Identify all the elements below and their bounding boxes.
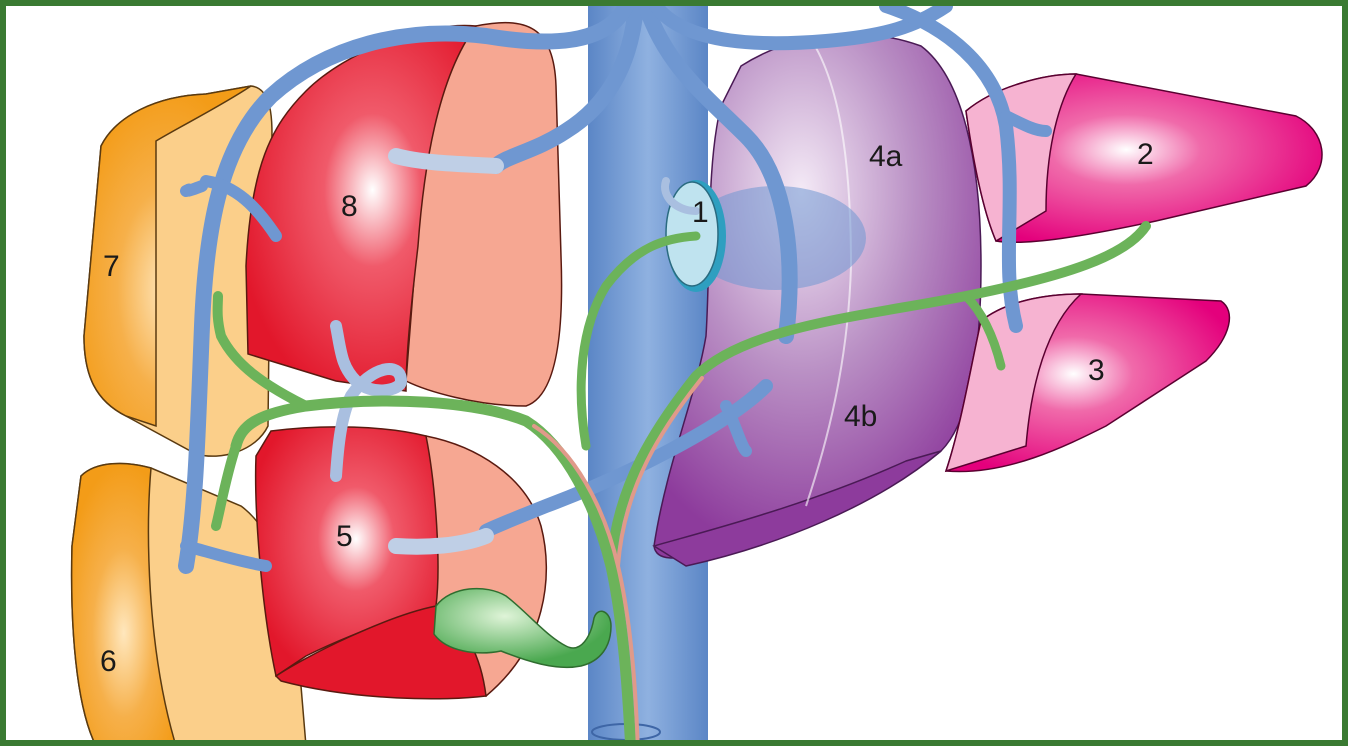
label-segment-6: 6: [100, 645, 117, 678]
label-segment-1: 1: [692, 196, 709, 229]
label-segment-8: 8: [341, 190, 358, 223]
label-segment-3: 3: [1088, 354, 1105, 387]
label-segment-2: 2: [1137, 138, 1154, 171]
liver-segments-diagram: 1 2 3 4a 4b 5 6 7 8: [6, 6, 1348, 746]
segment-5: [256, 427, 547, 699]
label-segment-4a: 4a: [869, 140, 903, 173]
label-segment-7: 7: [103, 250, 120, 283]
label-segment-5: 5: [336, 520, 353, 553]
label-segment-4b: 4b: [844, 400, 877, 433]
